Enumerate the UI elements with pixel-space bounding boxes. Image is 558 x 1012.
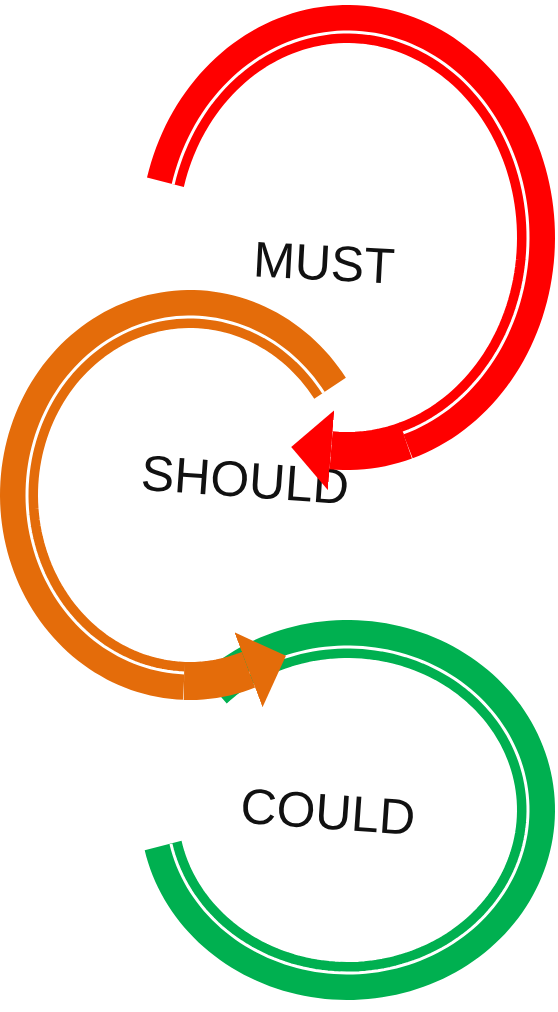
flow-arrow [331, 441, 406, 451]
priority-label: COULD [239, 781, 417, 843]
arc-highlight [171, 647, 528, 973]
priority-label: MUST [252, 234, 396, 291]
circular-arrow-node: MUST [140, 5, 555, 470]
circular-arrow-node: COULD [140, 620, 555, 1000]
arc-highlight [173, 32, 528, 433]
arc-body [165, 24, 536, 441]
ring-arc [140, 5, 555, 470]
flow-arrow [184, 670, 248, 681]
priority-label: SHOULD [139, 448, 350, 512]
arc-body [163, 639, 536, 981]
